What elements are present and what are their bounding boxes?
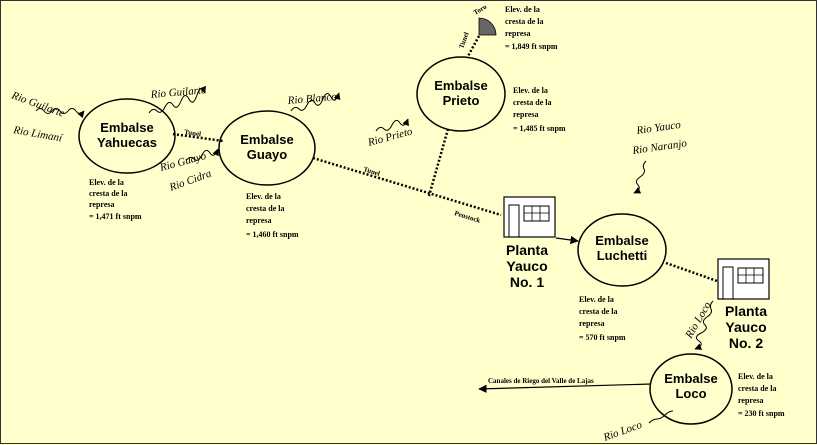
- tunnel-prieto-penstock: [427, 128, 450, 197]
- plant-yauco-2-label2: Yauco: [725, 319, 766, 335]
- elev-prieto-line3: represa: [513, 110, 538, 119]
- elev-guayo-line2: cresta de la: [246, 204, 285, 213]
- reservoir-loco-label2: Loco: [675, 386, 706, 401]
- elev-toro-line3: represa: [505, 29, 530, 38]
- elev-prieto-line2: cresta de la: [513, 98, 552, 107]
- penstock-label: Penstock: [453, 209, 481, 225]
- elevation-note-yahuecas: Elev. de la cresta de la represa = 1,471…: [89, 178, 142, 221]
- river-label-yauco: Rio Yauco: [635, 119, 682, 137]
- reservoir-guayo: Embalse Guayo: [218, 110, 316, 186]
- arrow-plant1-luchetti: [555, 235, 579, 245]
- elev-loco-line2: cresta de la: [738, 384, 777, 393]
- canal-label: Canales de Riego del Valle de Lajas: [488, 377, 594, 385]
- elev-yahuecas-line3: represa: [89, 200, 114, 209]
- river-label-guilarte-right: Rio Guilarte: [149, 84, 206, 101]
- plant-yauco-2-label3: No. 2: [729, 335, 763, 351]
- elevation-note-loco: Elev. de la cresta de la represa = 230 f…: [738, 372, 785, 418]
- plant-yauco-1-label1: Planta: [506, 242, 548, 258]
- elev-toro-line4: = 1,849 ft snpm: [505, 42, 558, 51]
- elev-luchetti-line2: cresta de la: [579, 307, 618, 316]
- toro-label: Toro: [472, 3, 489, 17]
- reservoir-prieto-label2: Prieto: [443, 93, 480, 108]
- conduit-toro-prieto: [465, 35, 481, 59]
- reservoir-guayo-label2: Guayo: [247, 147, 288, 162]
- tunnel-luchetti-plant2: [665, 261, 718, 283]
- flow-arrows: [478, 235, 652, 393]
- elevation-note-prieto: Elev. de la cresta de la represa = 1,485…: [513, 86, 566, 133]
- elev-guayo-line3: represa: [246, 216, 271, 225]
- river-guayo-inflow: [185, 148, 219, 162]
- river-loco-outflow: [648, 410, 674, 424]
- elev-luchetti-line1: Elev. de la: [579, 295, 614, 304]
- plant-yauco-2: Planta Yauco No. 2: [717, 258, 770, 351]
- elev-guayo-line1: Elev. de la: [246, 192, 281, 201]
- elevation-note-guayo: Elev. de la cresta de la represa = 1,460…: [246, 192, 299, 239]
- elev-prieto-line1: Elev. de la: [513, 86, 548, 95]
- reservoir-prieto-label1: Embalse: [434, 78, 487, 93]
- reservoir-loco-label1: Embalse: [664, 371, 717, 386]
- elevation-note-toro: Elev. de la cresta de la represa = 1,849…: [505, 5, 558, 51]
- elev-yahuecas-line2: cresta de la: [89, 189, 128, 198]
- river-label-naranjo: Rio Naranjo: [631, 137, 688, 157]
- elev-yahuecas-line1: Elev. de la: [89, 178, 124, 187]
- elev-yahuecas-line4: = 1,471 ft snpm: [89, 212, 142, 221]
- arrow-loco-canal: [478, 383, 652, 393]
- river-yauco-inflow: [633, 160, 647, 194]
- plant-yauco-2-label1: Planta: [725, 303, 767, 319]
- reservoir-prieto: Embalse Prieto: [416, 56, 506, 132]
- river-blanco-flow: [290, 92, 341, 112]
- reservoir-luchetti-label1: Embalse: [595, 233, 648, 248]
- elev-luchetti-line3: represa: [579, 319, 604, 328]
- tunnel-label-1: Tunel: [184, 128, 202, 138]
- elev-loco-line1: Elev. de la: [738, 372, 773, 381]
- reservoir-yahuecas-label2: Yahuecas: [97, 135, 157, 150]
- elev-loco-line4: = 230 ft snpm: [738, 409, 785, 418]
- conduits: [172, 35, 718, 283]
- elevation-note-luchetti: Elev. de la cresta de la represa = 570 f…: [579, 295, 626, 342]
- elev-luchetti-line4: = 570 ft snpm: [579, 333, 626, 342]
- toro-dam-icon: Toro: [472, 3, 497, 36]
- reservoir-loco: Embalse Loco: [649, 353, 733, 425]
- elev-toro-line2: cresta de la: [505, 17, 544, 26]
- plant-yauco-1: Planta Yauco No. 1: [503, 196, 556, 290]
- river-inflows: [35, 85, 714, 424]
- river-label-limani: Rio Limaní: [11, 124, 63, 145]
- river-prieto-inflow: [375, 118, 409, 132]
- reservoir-luchetti: Embalse Luchetti: [577, 213, 667, 287]
- river-guilarte-outflow: [148, 85, 206, 114]
- river-label-cidra: Rio Cidra: [167, 167, 214, 194]
- reservoir-yahuecas: Embalse Yahuecas: [78, 98, 176, 174]
- tunnel-yahuecas-guayo: [172, 132, 224, 143]
- river-guilarte-inflow: [35, 108, 85, 119]
- river-label-loco-lower: Rio Loco: [601, 419, 644, 444]
- reservoir-yahuecas-label1: Embalse: [100, 120, 153, 135]
- river-label-blanco: Rio Blanco: [286, 91, 338, 107]
- tunnel-label-3: Tunel: [457, 31, 470, 50]
- reservoir-luchetti-label2: Luchetti: [597, 248, 648, 263]
- reservoir-guayo-label1: Embalse: [240, 132, 293, 147]
- plant-yauco-1-label2: Yauco: [506, 258, 547, 274]
- elev-toro-line1: Elev. de la: [505, 5, 540, 14]
- elev-guayo-line4: = 1,460 ft snpm: [246, 230, 299, 239]
- river-label-guilarte-left: Rio Guilarte: [9, 89, 66, 120]
- tunnel-guayo-plant1: [312, 156, 502, 217]
- elev-prieto-line4: = 1,485 ft snpm: [513, 124, 566, 133]
- river-loco-inflow: [694, 300, 714, 350]
- elev-loco-line3: represa: [738, 396, 763, 405]
- plant-yauco-1-label3: No. 1: [510, 274, 544, 290]
